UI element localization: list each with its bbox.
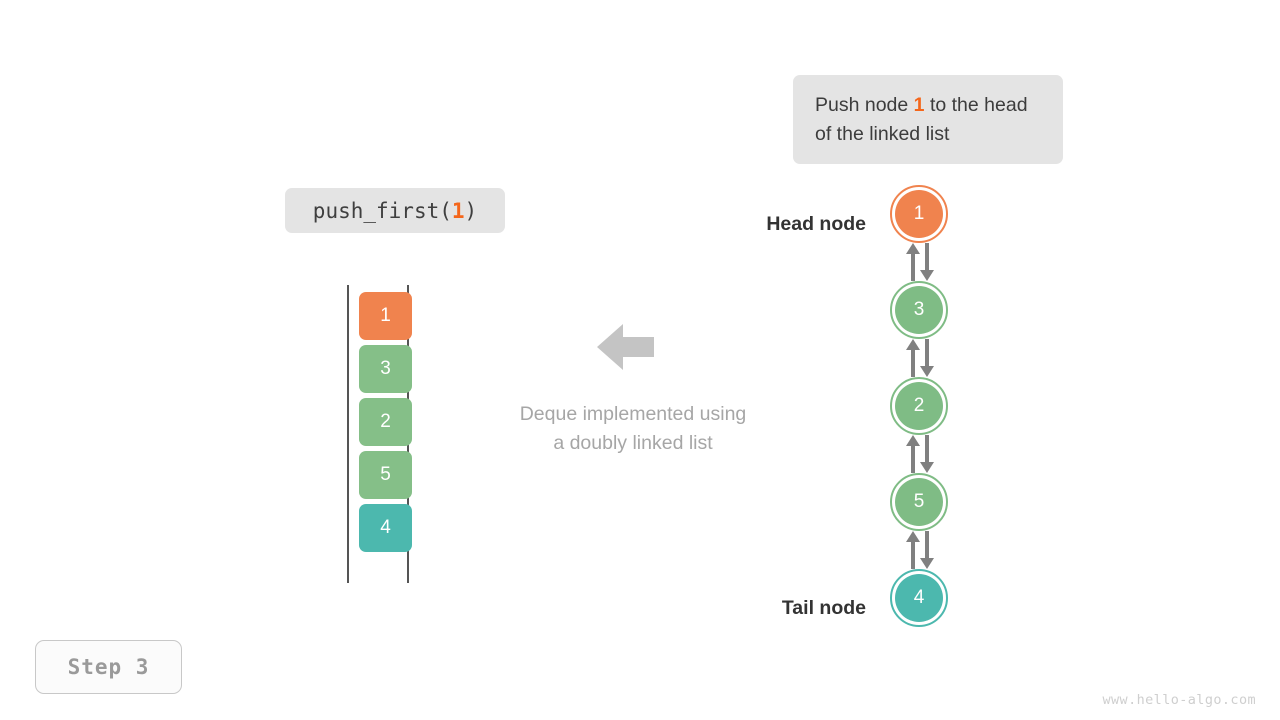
linked-list-node: 4 — [890, 569, 948, 627]
array-rail-left — [347, 285, 349, 583]
array-cell-value: 4 — [380, 517, 391, 538]
array-cell: 1 — [359, 292, 412, 340]
linked-list-node-disc: 2 — [895, 382, 943, 430]
array-cell-value: 5 — [380, 464, 391, 485]
diagram-caption-line-1: Deque implemented using — [519, 403, 747, 425]
diagram-caption-line-2: a doubly linked list — [553, 432, 713, 454]
array-cell-value: 3 — [380, 358, 391, 379]
linked-list-node-disc: 4 — [895, 574, 943, 622]
linked-list-node-disc: 5 — [895, 478, 943, 526]
linked-list-edge-bidirectional — [904, 435, 936, 473]
linked-list-node-value: 4 — [913, 587, 925, 608]
array-cell: 3 — [359, 345, 412, 393]
array-cell-value: 2 — [380, 411, 391, 432]
linked-list-node-value: 2 — [913, 395, 925, 416]
tail-node-label: Tail node — [781, 597, 866, 619]
step-badge: Step 3 — [35, 640, 182, 694]
info-callout-accent-value: 1 — [913, 93, 925, 116]
code-chip-suffix: ) — [464, 198, 478, 223]
code-chip-prefix: push_first( — [312, 198, 452, 223]
operation-code-chip: push_first(1) — [285, 188, 505, 233]
linked-list-node: 2 — [890, 377, 948, 435]
linked-list: 1 3 2 5 4 — [860, 185, 980, 655]
linked-list-node: 1 — [890, 185, 948, 243]
array-column: 1 3 2 5 4 — [340, 280, 420, 590]
array-cell: 2 — [359, 398, 412, 446]
linked-list-node-disc: 1 — [895, 190, 943, 238]
linked-list-node-value: 3 — [913, 299, 925, 320]
array-cell-value: 1 — [380, 305, 391, 326]
linked-list-edge-bidirectional — [904, 339, 936, 377]
linked-list-node: 3 — [890, 281, 948, 339]
code-chip-argument: 1 — [451, 198, 465, 223]
info-callout-suffix: to the head of the linked list — [815, 93, 1028, 145]
info-callout: Push node 1 to the head of the linked li… — [793, 75, 1063, 164]
array-cell: 5 — [359, 451, 412, 499]
linked-list-node-value: 5 — [913, 491, 925, 512]
linked-list-node-value: 1 — [913, 203, 925, 224]
watermark: www.hello-algo.com — [1102, 692, 1256, 708]
diagram-caption: Deque implemented using a doubly linked … — [443, 400, 823, 458]
linked-list-node: 5 — [890, 473, 948, 531]
info-callout-prefix: Push node — [815, 93, 914, 116]
linked-list-edge-bidirectional — [904, 243, 936, 281]
linked-list-edge-bidirectional — [904, 531, 936, 569]
arrow-left-icon — [597, 322, 654, 372]
array-cell: 4 — [359, 504, 412, 552]
linked-list-node-disc: 3 — [895, 286, 943, 334]
info-callout-text: Push node 1 to the head of the linked li… — [815, 91, 1041, 149]
head-node-label: Head node — [766, 213, 866, 235]
